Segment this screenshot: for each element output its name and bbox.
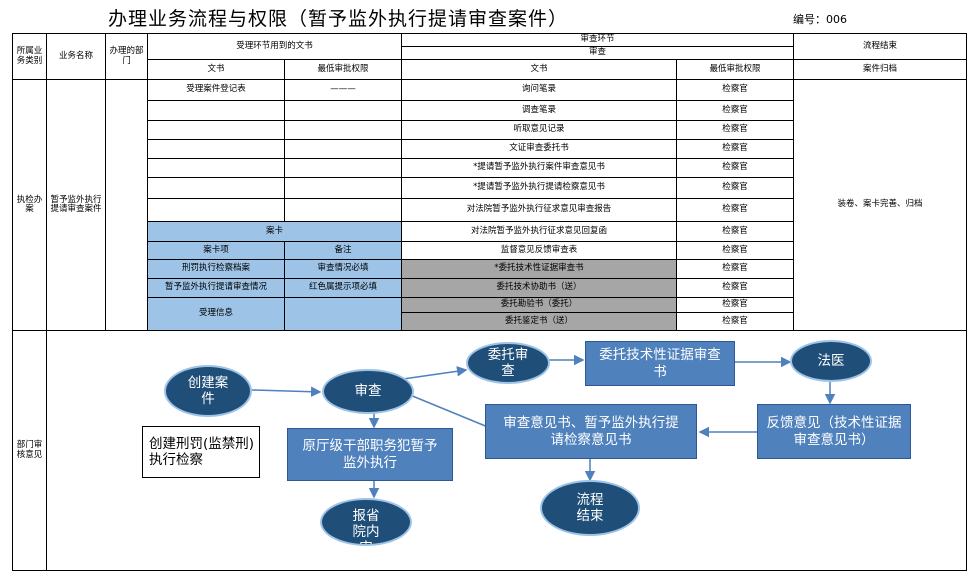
review-approval-cell: 检察官 (677, 313, 794, 331)
review-approval-cell: 检察官 (677, 298, 794, 313)
card-item-cell: 刑罚执行检察档案 (148, 260, 285, 279)
node-create-note: 创建刑罚(监禁刑)执行检察 (142, 426, 260, 478)
review-doc-cell: *提请暂予监外执行案件审查意见书 (402, 159, 677, 178)
review-approval-cell: 检察官 (677, 199, 794, 222)
review-approval-cell: 检察官 (677, 222, 794, 242)
card-item-header: 案卡项 (148, 242, 285, 260)
header-flow-end: 流程结束 (794, 34, 967, 60)
review-approval-cell: 检察官 (677, 101, 794, 121)
review-doc-cell: 委托技术协助书（送） (402, 279, 677, 298)
header-min-approval: 最低审批权限 (285, 60, 402, 80)
row-category: 执检办案 (13, 80, 47, 331)
header-acceptance-docs: 受理环节用到的文书 (148, 34, 402, 60)
card-note-cell (285, 298, 402, 331)
acceptance-approval-cell: ——— (285, 80, 402, 101)
node-review[interactable]: 审查 (322, 369, 414, 414)
node-entrust-review[interactable]: 委托审查 (466, 342, 550, 384)
node-process-end[interactable]: 流程结束 (540, 480, 640, 536)
header-business-name: 业务名称 (47, 34, 106, 80)
header-doc-review: 文书 (402, 60, 677, 80)
process-table: 所属业务类别 业务名称 办理的部门 受理环节用到的文书 审查环节 审查 流程结束… (12, 33, 967, 571)
review-doc-cell: *委托技术性证据审查书 (402, 260, 677, 279)
review-approval-cell: 检察官 (677, 121, 794, 140)
acceptance-doc-cell (148, 199, 285, 222)
acceptance-approval-cell (285, 199, 402, 222)
bottom-label: 部门审核意见 (13, 331, 47, 571)
acceptance-approval-cell (285, 121, 402, 140)
acceptance-approval-cell (285, 159, 402, 178)
header-doc: 文书 (148, 60, 285, 80)
card-item-cell: 受理信息 (148, 298, 285, 331)
acceptance-doc-cell (148, 140, 285, 159)
review-doc-cell: 委托勘验书（委托） (402, 298, 677, 313)
header-review-stage: 审查环节 (402, 34, 794, 47)
row-department (106, 80, 148, 331)
acceptance-approval-cell (285, 140, 402, 159)
card-item-cell: 暂予监外执行提请审查情况 (148, 279, 285, 298)
review-approval-cell: 检察官 (677, 279, 794, 298)
node-entrust-tech[interactable]: 委托技术性证据审查书 (585, 341, 735, 386)
review-approval-cell: 检察官 (677, 178, 794, 199)
review-doc-cell: 对法院暂予监外执行征求意见审查报告 (402, 199, 677, 222)
node-feedback[interactable]: 反馈意见（技术性证据审查意见书） (757, 404, 911, 459)
header-department: 办理的部门 (106, 34, 148, 80)
acceptance-doc-cell (148, 178, 285, 199)
header-review: 审查 (402, 47, 794, 60)
review-doc-cell: 调查笔录 (402, 101, 677, 121)
review-doc-cell: 委托鉴定书（送） (402, 313, 677, 331)
header-archive: 案件归档 (794, 60, 967, 80)
page-title: 办理业务流程与权限（暂予监外执行提请审查案件） (108, 8, 569, 30)
acceptance-approval-cell (285, 101, 402, 121)
review-approval-cell: 检察官 (677, 242, 794, 260)
review-doc-cell: 对法院暂予监外执行征求意见回复函 (402, 222, 677, 242)
review-doc-cell: 询问笔录 (402, 80, 677, 101)
acceptance-doc-cell (148, 159, 285, 178)
review-approval-cell: 检察官 (677, 140, 794, 159)
node-create-case[interactable]: 创建案件 (164, 365, 252, 417)
archive-cell: 装卷、案卡完善、归档 (794, 80, 967, 331)
node-report-province[interactable]: 报省院内审 (320, 498, 412, 546)
card-note-header: 备注 (285, 242, 402, 260)
header-min-approval-review: 最低审批权限 (677, 60, 794, 80)
review-approval-cell: 检察官 (677, 80, 794, 101)
header-category: 所属业务类别 (13, 34, 47, 80)
node-official-crime[interactable]: 原厅级干部职务犯暂予监外执行 (287, 428, 453, 481)
review-doc-cell: 文证审查委托书 (402, 140, 677, 159)
review-doc-cell: 听取意见记录 (402, 121, 677, 140)
node-forensic[interactable]: 法医 (790, 340, 872, 382)
review-approval-cell: 检察官 (677, 159, 794, 178)
acceptance-doc-cell (148, 121, 285, 140)
node-review-opinion[interactable]: 审查意见书、暂予监外执行提请检察意见书 (485, 404, 697, 459)
card-note-cell: 红色属提示项必填 (285, 279, 402, 298)
card-note-cell: 审查情况必填 (285, 260, 402, 279)
row-business: 暂予监外执行提请审查案件 (47, 80, 106, 331)
review-doc-cell: 监督意见反馈审查表 (402, 242, 677, 260)
review-doc-cell: *提请暂予监外执行提请检察意见书 (402, 178, 677, 199)
doc-number: 编号：006 (793, 13, 847, 26)
acceptance-doc-cell (148, 101, 285, 121)
review-approval-cell: 检察官 (677, 260, 794, 279)
acceptance-doc-cell: 受理案件登记表 (148, 80, 285, 101)
card-label: 案卡 (148, 222, 402, 242)
acceptance-approval-cell (285, 178, 402, 199)
